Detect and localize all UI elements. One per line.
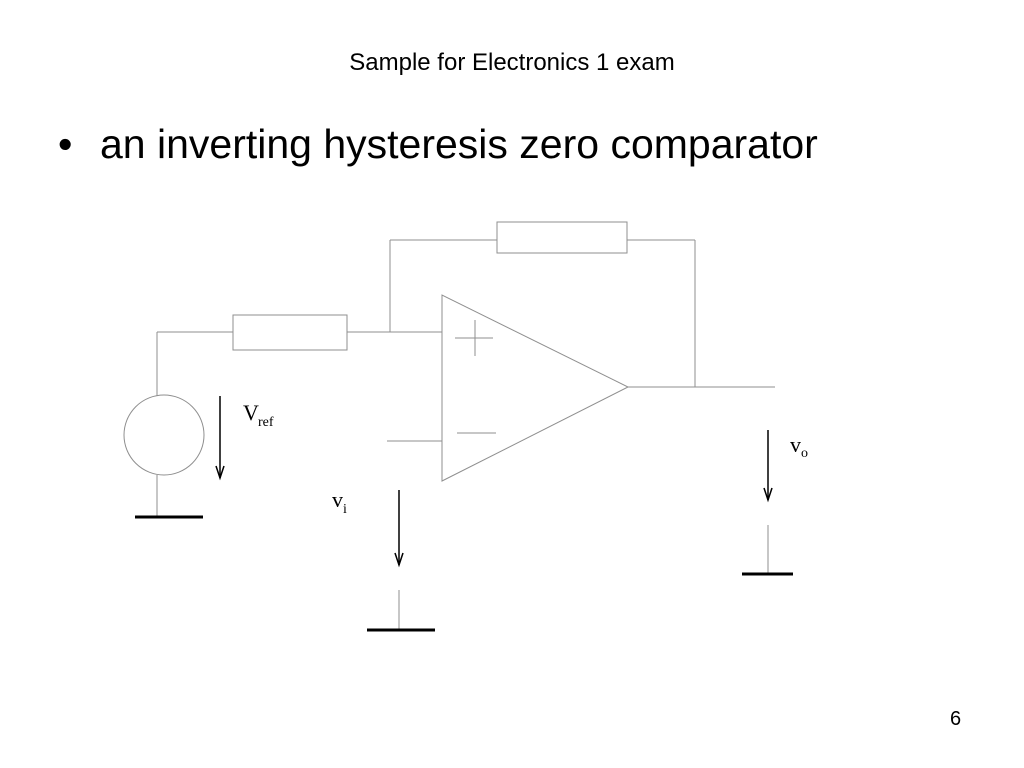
vi-arrow-head xyxy=(394,552,404,568)
vo-arrow xyxy=(763,430,773,503)
vi-label-symbol: v xyxy=(332,487,343,512)
vi-label: v i xyxy=(332,487,347,517)
vref-label: V ref xyxy=(243,400,274,430)
page-number: 6 xyxy=(950,708,962,730)
vi-arrow xyxy=(394,490,404,568)
vi-label-subscript: i xyxy=(343,502,347,517)
ground-symbols xyxy=(135,515,793,632)
feedback-resistor xyxy=(496,221,628,254)
vref-arrow xyxy=(215,396,225,481)
vo-label-symbol: v xyxy=(790,432,801,457)
vo-arrow-head xyxy=(763,487,773,503)
vo-label-subscript: o xyxy=(801,446,808,461)
bullet-item: • an inverting hysteresis zero comparator xyxy=(58,118,818,170)
circuit-wires xyxy=(156,239,775,630)
op-amp xyxy=(441,294,630,482)
bullet-text: an inverting hysteresis zero comparator xyxy=(100,121,818,167)
op-amp-triangle xyxy=(441,294,630,482)
plus-sign xyxy=(455,320,493,356)
vref-label-symbol: V xyxy=(243,400,259,425)
input-resistor xyxy=(232,314,348,351)
reference-voltage-source xyxy=(123,394,205,476)
vref-arrow-head xyxy=(215,465,225,481)
vref-label-subscript: ref xyxy=(258,415,274,430)
slide-title: Sample for Electronics 1 exam xyxy=(349,49,675,76)
bullet-marker: • xyxy=(58,121,73,167)
vo-label: v o xyxy=(790,432,808,461)
